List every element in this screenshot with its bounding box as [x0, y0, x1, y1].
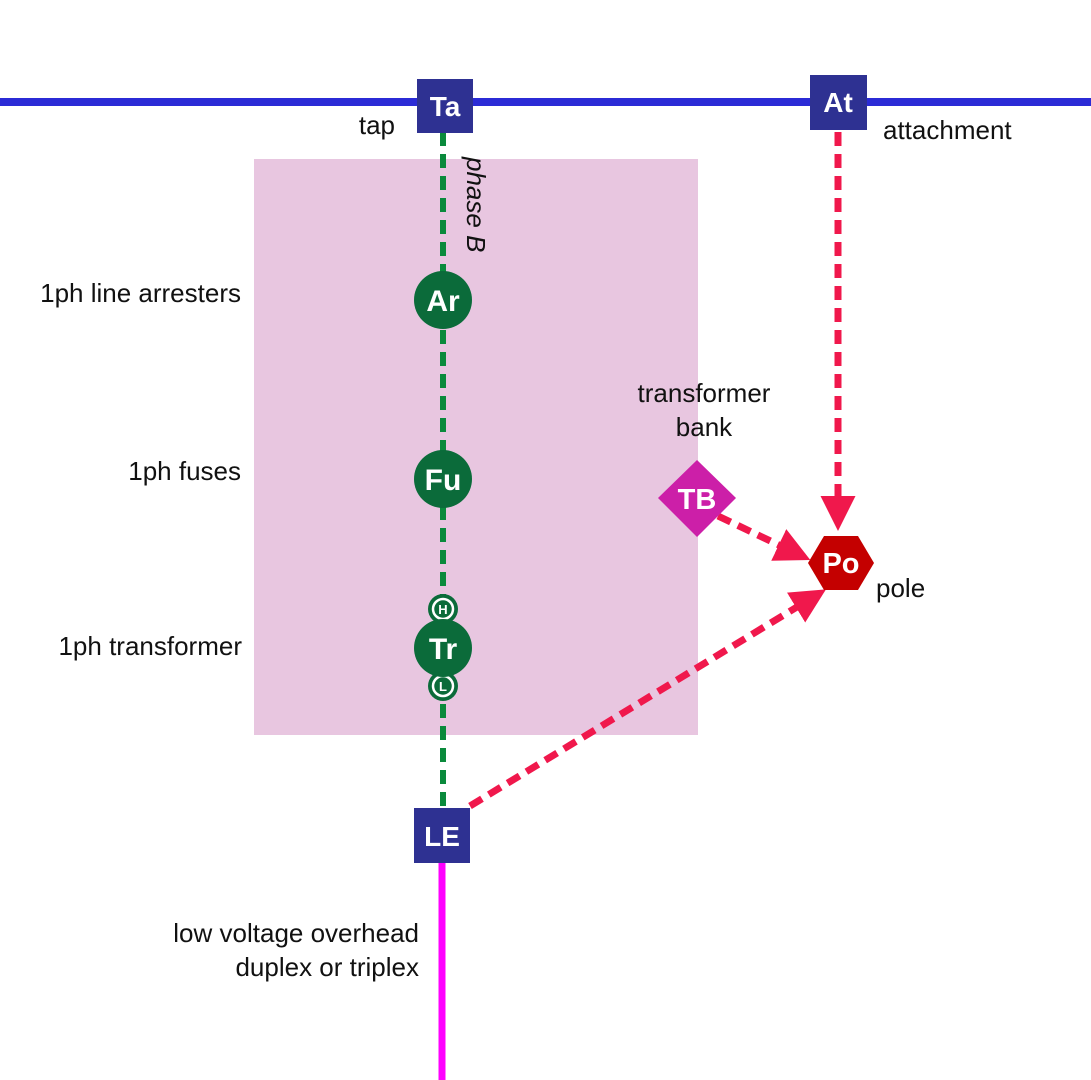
attachment-code: At — [823, 87, 853, 118]
phase-label: phase B — [461, 156, 491, 252]
bank-label-line2: bank — [676, 412, 733, 442]
lv-label-line2: duplex or triplex — [235, 952, 419, 982]
pole-label: pole — [876, 573, 925, 603]
transformer-bank-node[interactable]: TB — [658, 460, 736, 537]
line-end-code: LE — [424, 821, 460, 852]
fuse-code: Fu — [425, 464, 462, 497]
bank-code: TB — [678, 484, 717, 516]
arrester-code: Ar — [426, 285, 460, 318]
bank-label-line1: transformer — [638, 378, 771, 408]
fuse-node[interactable]: Fu — [414, 450, 472, 508]
arrester-node[interactable]: Ar — [414, 271, 472, 329]
bank-to-pole-link — [716, 512, 811, 561]
fuse-label: 1ph fuses — [128, 456, 241, 486]
lv-label-line1: low voltage overhead — [173, 918, 419, 948]
transformer-label: 1ph transformer — [58, 631, 242, 661]
transformer-code: Tr — [429, 633, 458, 666]
attachment-node[interactable]: At — [810, 75, 867, 130]
tap-code: Ta — [430, 91, 461, 122]
tap-node[interactable]: Ta — [417, 79, 473, 133]
high-terminal-label: H — [438, 602, 447, 617]
transformer-group-box — [254, 159, 698, 735]
low-terminal-label: L — [439, 679, 447, 694]
pole-node[interactable]: Po — [808, 536, 874, 590]
transformer-node[interactable]: H L Tr — [414, 594, 472, 701]
arrester-label: 1ph line arresters — [40, 278, 241, 308]
pole-code: Po — [822, 548, 859, 580]
line-end-node[interactable]: LE — [414, 808, 470, 863]
tap-label: tap — [359, 110, 395, 140]
line-end-to-pole-link — [468, 589, 826, 809]
attachment-label: attachment — [883, 115, 1012, 145]
